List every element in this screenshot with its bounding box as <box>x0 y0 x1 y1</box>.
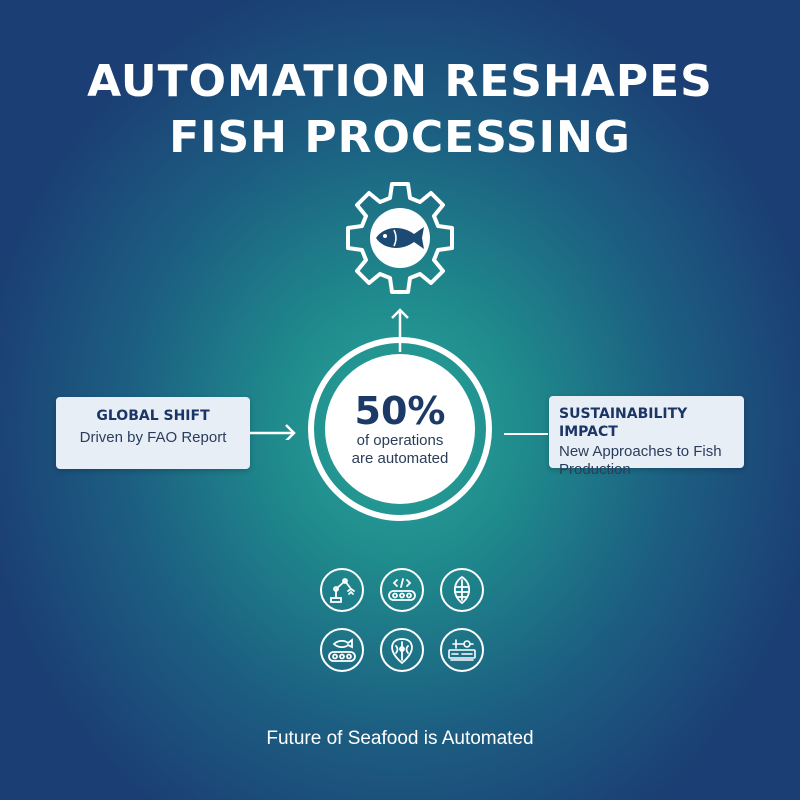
fish-steak-icon <box>380 628 424 672</box>
fish-conveyor-icon <box>320 628 364 672</box>
global-shift-text: Driven by FAO Report <box>79 429 227 446</box>
footer-tagline: Future of Seafood is Automated <box>266 728 534 749</box>
icon-cell <box>432 620 492 680</box>
stat-value: 50% <box>354 389 446 433</box>
icon-grid <box>312 560 492 680</box>
automation-stat: 50% of operations are automated <box>325 354 475 504</box>
page-title: AUTOMATION RESHAPES FISH PROCESSING <box>0 54 800 166</box>
icon-cell <box>312 560 372 620</box>
stat-label-line-2: are automated <box>351 450 449 467</box>
processing-machine-icon <box>440 628 484 672</box>
stat-label-line-1: of operations <box>356 432 444 449</box>
icon-cell <box>372 560 432 620</box>
icon-cell <box>432 560 492 620</box>
icon-cell <box>312 620 372 680</box>
sustainability-text-line-2: Production <box>559 461 631 478</box>
title-line-1: AUTOMATION RESHAPES <box>87 56 713 107</box>
automation-stat-ring: 50% of operations are automated <box>308 337 492 521</box>
global-shift-title: GLOBAL SHIFT <box>96 408 210 424</box>
sustainability-text: New Approaches to Fish Production <box>559 443 744 479</box>
gear-fish-icon <box>346 182 454 294</box>
title-line-2: FISH PROCESSING <box>169 112 631 163</box>
arrow-right-icon <box>250 424 296 440</box>
code-conveyor-icon <box>380 568 424 612</box>
sustainability-text-line-1: New Approaches to Fish <box>559 443 722 460</box>
icon-cell <box>372 620 432 680</box>
global-shift-box: GLOBAL SHIFT Driven by FAO Report <box>56 397 250 469</box>
sustainability-box: SUSTAINABILITY IMPACT New Approaches to … <box>549 396 744 478</box>
robot-arm-icon <box>320 568 364 612</box>
connector-line <box>504 433 548 435</box>
fish-fillet-icon <box>440 568 484 612</box>
sustainability-title: SUSTAINABILITY IMPACT <box>559 406 688 440</box>
